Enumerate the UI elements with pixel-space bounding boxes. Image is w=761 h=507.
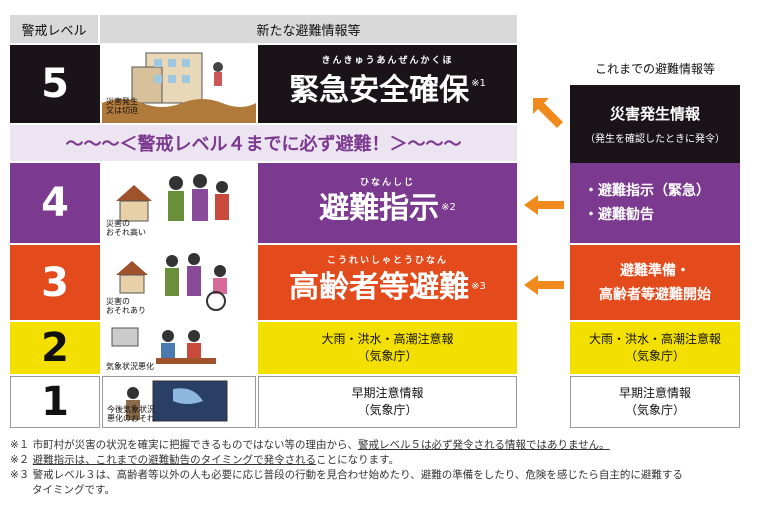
old-level-1-info: 早期注意情報 （気象庁） xyxy=(570,376,740,428)
evacuating-people-icon xyxy=(116,174,229,222)
old-level-5-title: 災害発生情報 xyxy=(609,105,700,123)
level-2-info-line2: （気象庁） xyxy=(357,349,418,363)
weather-worsening-icon xyxy=(111,327,216,364)
level-3-caption: 災害のおそれあり xyxy=(106,297,146,315)
old-level-3-line2: 高齢者等避難開始 xyxy=(599,286,711,303)
level-2-info-line1: 大雨・洪水・高潮注意報 xyxy=(321,332,454,346)
level-5-caption: 災害発生又は切迫 xyxy=(106,97,138,115)
footnote-3: ※３ 警戒レベル３は、高齢者等以外の人も必要に応じ普段の行動を見合わせ始めたり、… xyxy=(10,469,683,496)
level-3-title: 高齢者等避難 xyxy=(289,270,470,305)
level-3-note: ※3 xyxy=(471,281,486,292)
arrow-to-level-5-icon xyxy=(533,98,563,128)
level-4-title: 避難指示 xyxy=(319,191,440,226)
old-level-1-line2: （気象庁） xyxy=(624,403,685,417)
level-3-info: こうれいしゃとうひなん 高齢者等避難※3 xyxy=(258,245,517,320)
weather-forecast-tv-icon xyxy=(126,380,228,422)
level-4-note: ※2 xyxy=(441,202,456,213)
level-5-note: ※1 xyxy=(471,78,486,89)
level-4-ruby: ひなんしじ xyxy=(359,178,415,188)
level-3-illustration: 災害のおそれあり xyxy=(102,245,256,320)
level-1-number: 1 xyxy=(10,376,100,428)
level-1-info: 早期注意情報 （気象庁） xyxy=(258,376,517,428)
elderly-evacuation-icon xyxy=(116,253,227,311)
level-4-illustration: 災害のおそれ高い xyxy=(102,163,256,243)
evacuation-banner: 〜〜〜＜警戒レベル４までに必ず避難！＞〜〜〜 xyxy=(10,125,517,161)
level-5-info: きんきゅうあんぜんかくほ 緊急安全確保※1 xyxy=(258,45,517,123)
old-level-3-line1: 避難準備・ xyxy=(620,262,690,279)
old-info-header: これまでの避難情報等 xyxy=(594,62,715,76)
level-1-caption: 今後気象状況悪化のおそれ xyxy=(107,405,155,423)
footnote-1: ※１ 市町村が災害の状況を確実に把握できるものではない等の理由から、警戒レベル５… xyxy=(10,439,610,451)
old-level-4-line1: ・避難指示（緊急） xyxy=(584,183,710,199)
old-level-3-info: 避難準備・ 高齢者等避難開始 xyxy=(570,245,740,320)
old-level-1-line1: 早期注意情報 xyxy=(618,386,691,400)
old-level-5-sub: （発生を確認したときに発令） xyxy=(585,134,725,145)
old-level-4-line2: ・避難勧告 xyxy=(584,207,654,223)
level-3-ruby: こうれいしゃとうひなん xyxy=(326,256,448,266)
level-3-number: 3 xyxy=(10,245,100,320)
level-2-caption: 気象状況悪化 xyxy=(106,362,154,371)
level-5-illustration: 災害発生又は切迫 xyxy=(102,45,256,123)
level-1-info-line1: 早期注意情報 xyxy=(351,386,424,400)
level-2-number: 2 xyxy=(10,322,100,374)
old-level-2-line2: （気象庁） xyxy=(624,349,685,363)
footnote-2: ※２ 避難指示は、これまでの避難勧告のタイミングで発令されることになります。 xyxy=(10,454,400,466)
flood-building-icon xyxy=(102,52,256,123)
old-level-5-info: 災害発生情報 （発生を確認したときに発令） xyxy=(570,85,740,163)
arrow-to-level-4-icon xyxy=(524,195,564,215)
level-2-info: 大雨・洪水・高潮注意報 （気象庁） xyxy=(258,322,517,374)
level-5-title: 緊急安全確保 xyxy=(289,73,470,108)
level-5-ruby: きんきゅうあんぜんかくほ xyxy=(321,56,454,66)
footnotes: ※１ 市町村が災害の状況を確実に把握できるものではない等の理由から、警戒レベル５… xyxy=(10,438,755,498)
level-4-info: ひなんしじ 避難指示※2 xyxy=(258,163,517,243)
level-4-caption: 災害のおそれ高い xyxy=(106,219,146,237)
level-1-illustration: 今後気象状況悪化のおそれ xyxy=(102,376,256,428)
arrow-to-level-3-icon xyxy=(524,275,564,295)
old-level-2-info: 大雨・洪水・高潮注意報 （気象庁） xyxy=(570,322,740,374)
new-info-header: 新たな避難情報等 xyxy=(100,15,517,43)
level-5-number: 5 xyxy=(10,45,100,123)
old-level-4-info: ・避難指示（緊急） ・避難勧告 xyxy=(570,163,740,243)
level-1-info-line2: （気象庁） xyxy=(357,403,418,417)
level-header: 警戒レベル xyxy=(10,15,98,43)
old-level-2-line1: 大雨・洪水・高潮注意報 xyxy=(588,332,721,346)
level-4-number: 4 xyxy=(10,163,100,243)
level-2-illustration: 気象状況悪化 xyxy=(102,322,256,374)
